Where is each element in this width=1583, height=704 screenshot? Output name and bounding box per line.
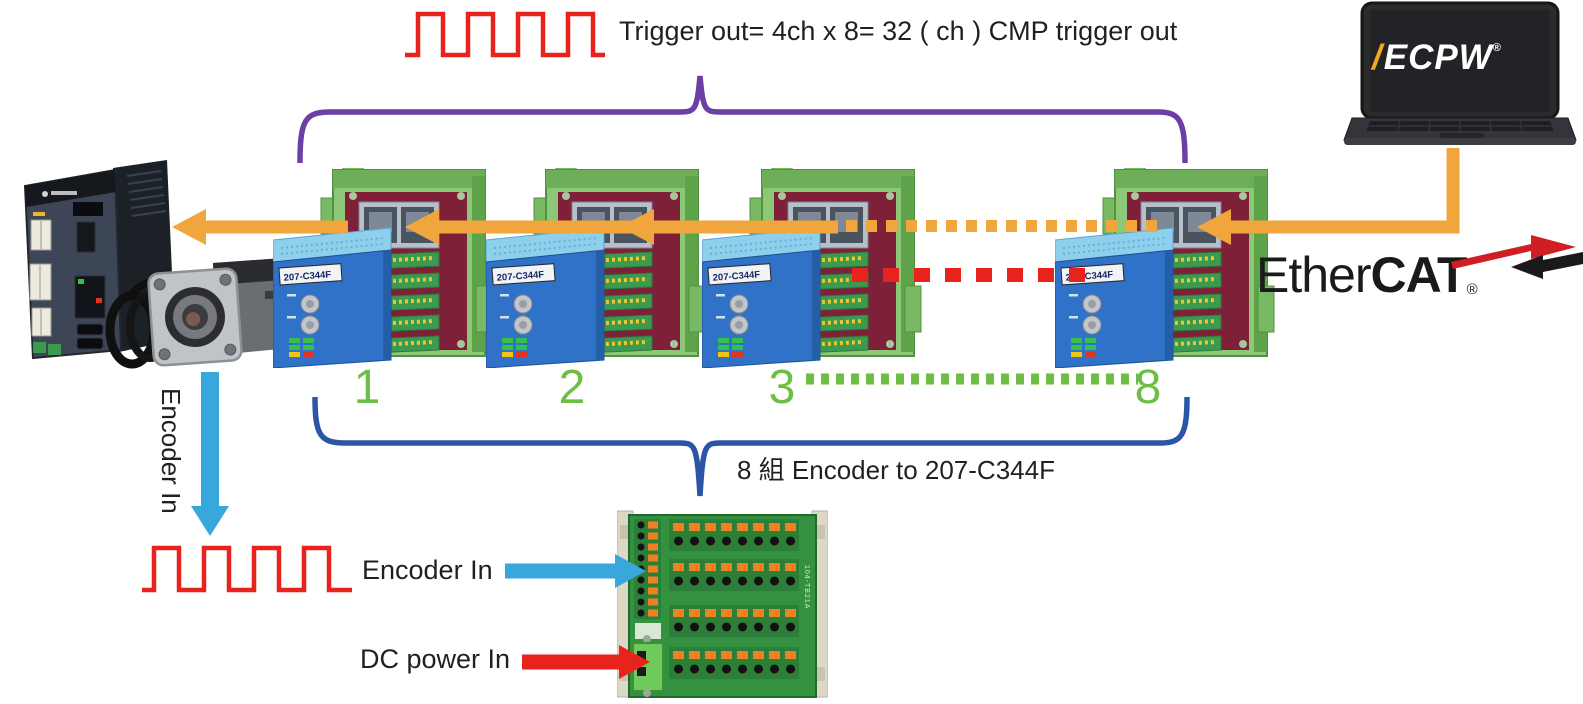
module-led-indicators bbox=[502, 338, 527, 357]
io-module-207-c344f: 207-C344F 1 bbox=[273, 168, 493, 414]
io-module-207-c344f: 207-C344F 2 bbox=[486, 168, 706, 414]
drive-brand-text bbox=[51, 191, 77, 195]
board-left-terminal-column bbox=[634, 519, 661, 619]
drive-io-connectors bbox=[29, 219, 52, 337]
ethercat-registered-mark: ® bbox=[1466, 281, 1478, 298]
drive-encoder-port bbox=[76, 221, 96, 253]
module-graphic: 207-C344F bbox=[273, 168, 493, 368]
drive-terminal-1 bbox=[33, 342, 46, 353]
trigger-out-label: Trigger out= 4ch x 8= 32 ( ch ) CMP trig… bbox=[619, 16, 1178, 46]
drive-brand-dot bbox=[42, 191, 48, 197]
ethercat-logo: EtherCAT® bbox=[1256, 246, 1478, 304]
module-blue-device: 207-C344F bbox=[702, 227, 821, 368]
trigger-waveform bbox=[405, 11, 605, 58]
board-rail-notch-4 bbox=[815, 667, 825, 681]
drive-usb-port-2 bbox=[76, 337, 104, 350]
module-number: 3 bbox=[768, 361, 796, 414]
module-led-indicators bbox=[718, 338, 743, 357]
ecpw-registered-mark: ® bbox=[1492, 42, 1502, 54]
module-din-clip bbox=[904, 285, 922, 333]
module-device-label: 207-C344F bbox=[712, 269, 760, 283]
laptop-screen bbox=[1370, 10, 1550, 112]
encoder-waveform bbox=[142, 545, 352, 593]
encoder-down-arrow bbox=[191, 372, 229, 536]
laptop-bottom-edge bbox=[1344, 138, 1576, 145]
ethercat-black-arrow bbox=[1511, 252, 1583, 279]
laptop bbox=[1343, 1, 1577, 145]
drive-display bbox=[73, 202, 103, 216]
motor-nameplate bbox=[265, 291, 277, 299]
module-blue-device: 207-C344F bbox=[273, 227, 392, 368]
module-number: 8 bbox=[1134, 361, 1162, 414]
module-device-label: 207-C344F bbox=[496, 269, 544, 283]
servo-drive bbox=[23, 160, 175, 360]
module-blue-device: 207-C344F bbox=[1055, 227, 1174, 368]
io-module-207-c344f: 207-C344F 8 bbox=[1055, 168, 1275, 414]
drive-top-band bbox=[25, 170, 116, 207]
module-graphic: 207-C344F bbox=[1055, 168, 1275, 368]
ethercat-red-arrow bbox=[1451, 235, 1576, 269]
trigger-brace bbox=[297, 75, 1188, 164]
dc-power-in-label: DC power In bbox=[360, 644, 511, 674]
board-power-connector bbox=[632, 635, 664, 697]
drive-terminal-2 bbox=[48, 344, 61, 355]
laptop-key-rows bbox=[1368, 120, 1552, 132]
module-number: 2 bbox=[558, 361, 586, 414]
ecpw-logo: /ECPW® bbox=[1372, 38, 1502, 78]
drive-usb-port-1 bbox=[76, 323, 104, 336]
drive-led-red bbox=[96, 298, 102, 303]
board-rail-notch-1 bbox=[620, 525, 630, 539]
module-number: 1 bbox=[353, 361, 381, 414]
module-graphic: 207-C344F bbox=[702, 168, 922, 368]
drive-vents bbox=[126, 170, 167, 217]
ecpw-logo-slash: / bbox=[1372, 38, 1383, 77]
board-rail-notch-2 bbox=[815, 525, 825, 539]
encoder-in-vertical-label: Encoder In bbox=[156, 388, 186, 514]
terminal-board: 104-TB21A bbox=[617, 510, 828, 698]
motor-shaft bbox=[186, 312, 201, 327]
module-device-label: 207-C344F bbox=[283, 269, 331, 283]
ecpw-logo-text: ECPW bbox=[1383, 38, 1493, 77]
encoder-group-label: 8 組 Encoder to 207-C344F bbox=[737, 455, 1055, 485]
ethercat-arrows bbox=[1451, 235, 1583, 279]
io-module-207-c344f: 207-C344F 3 bbox=[702, 168, 922, 414]
board-silkscreen-block bbox=[635, 623, 661, 639]
board-silkscreen-text: 104-TB21A bbox=[803, 565, 810, 609]
module-led-indicators bbox=[1071, 338, 1096, 357]
ethercat-suffix: CAT bbox=[1370, 247, 1468, 303]
board-terminal-rows bbox=[669, 519, 799, 679]
module-graphic: 207-C344F bbox=[486, 168, 706, 368]
drive-model-strip bbox=[33, 212, 45, 216]
module-led-indicators bbox=[289, 338, 314, 357]
module-din-clip bbox=[1257, 285, 1275, 333]
drive-led-green bbox=[78, 279, 84, 284]
encoder-in-label: Encoder In bbox=[362, 555, 493, 585]
motor-flange bbox=[147, 267, 243, 367]
module-blue-device: 207-C344F bbox=[486, 227, 605, 368]
ethercat-prefix: Ether bbox=[1256, 247, 1372, 303]
laptop-touchpad bbox=[1440, 133, 1484, 138]
